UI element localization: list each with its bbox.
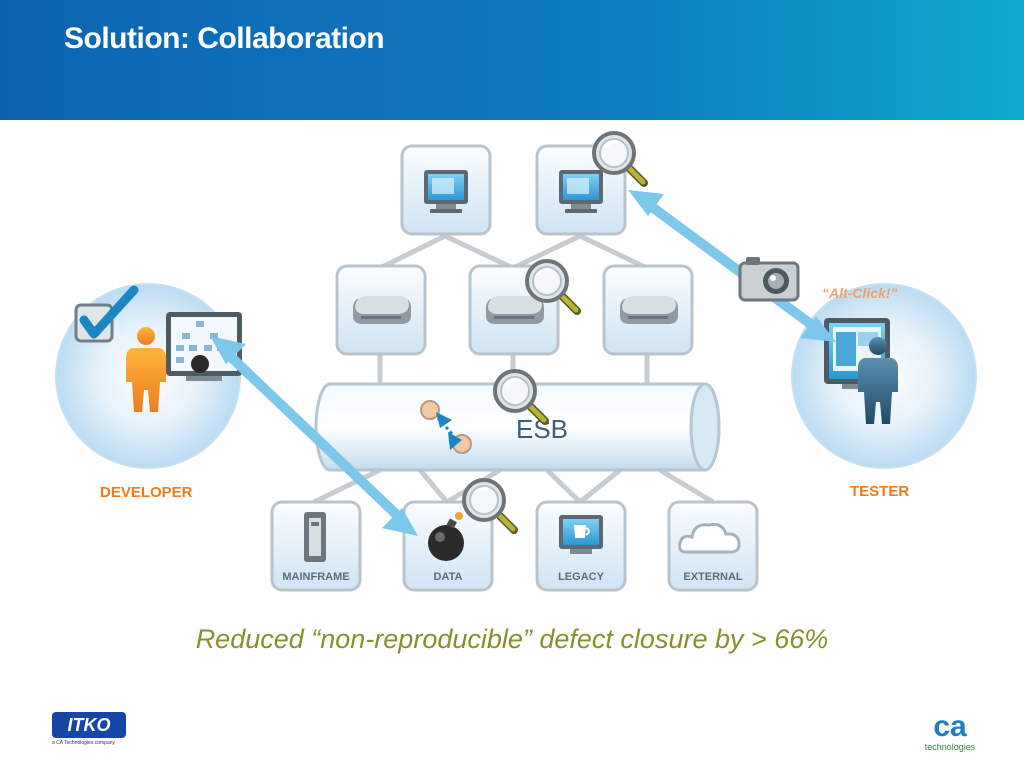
tester-action-label: “Alt-Click!” [822,285,898,301]
itko-logo-text: ITKO [52,712,126,738]
connection-lines [312,233,715,505]
person-icon [858,337,898,424]
header-banner [0,0,1024,120]
ca-logo: ca technologies [920,712,980,758]
tester-label: TESTER [850,483,910,500]
system-data: DATA [402,500,494,592]
ca-logo-subtitle: technologies [924,742,976,752]
cloud-icon [678,522,741,554]
router-icon [620,296,678,324]
router-icon [353,296,411,324]
label-data: DATA [434,571,463,583]
camera-icon [738,257,800,302]
ca-logo-mark: ca [933,710,967,743]
label-mainframe: MAINFRAME [282,571,349,583]
slide-caption: Reduced “non-reproducible” defect closur… [195,624,829,654]
developer-data-arrow [210,336,418,536]
tester-group [791,283,977,469]
label-legacy: LEGACY [558,571,605,583]
person-icon [126,327,166,412]
bomb-icon [428,512,464,561]
itko-logo-subtitle: a CA Technologies company [52,740,116,746]
router-right [602,264,694,356]
label-external: EXTERNAL [683,571,743,583]
system-mainframe: MAINFRAME [270,500,362,592]
router-left [335,264,427,356]
router-icon [486,296,544,324]
system-external: EXTERNAL [667,500,759,592]
top-monitor-left [400,144,492,236]
checkmark-icon [74,285,139,343]
tester-capture-arrow [628,190,836,342]
architecture-diagram: ESB MAINFRAME DATA [55,120,977,592]
developer-group [55,283,242,469]
legacy-monitor-icon [559,515,603,554]
esb-pipe: ESB [314,382,721,472]
system-legacy: LEGACY [535,500,627,592]
developer-label: DEVELOPER [100,484,193,501]
itko-logo: ITKO a CA Technologies company [52,712,126,746]
mainframe-icon [304,512,326,562]
message-flow-icon [420,400,472,454]
slide-title: Solution: Collaboration [64,22,385,55]
